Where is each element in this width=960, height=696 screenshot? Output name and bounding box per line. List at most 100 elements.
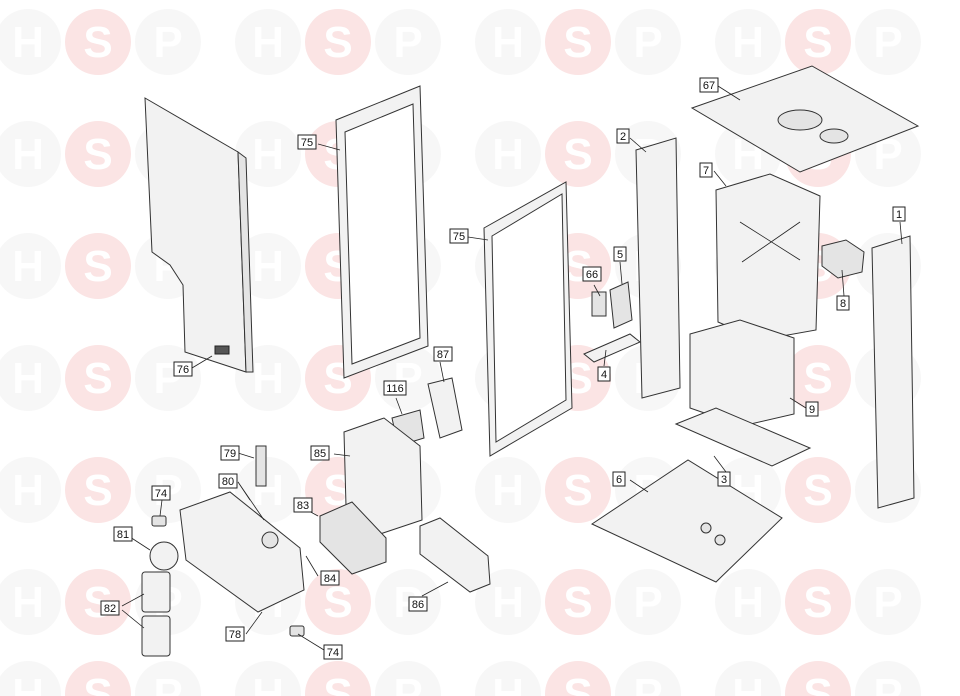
watermark-s: S <box>65 121 131 187</box>
svg-text:H: H <box>12 354 44 403</box>
watermark-h: H <box>0 569 61 635</box>
knob-part-lower <box>289 625 305 637</box>
watermark-p: P <box>135 661 201 696</box>
svg-text:1: 1 <box>896 209 902 221</box>
part-tag-2[interactable]: 2 <box>616 128 630 144</box>
part-tag-86[interactable]: 86 <box>408 596 428 612</box>
watermark-s: S <box>305 9 371 75</box>
svg-text:H: H <box>492 18 524 67</box>
part-tag-79[interactable]: 79 <box>220 445 240 461</box>
side-rail-part-2 <box>635 137 681 399</box>
watermark-h: H <box>0 9 61 75</box>
part-tag-4[interactable]: 4 <box>597 366 611 382</box>
top-plate-part <box>690 65 920 173</box>
part-tag-6[interactable]: 6 <box>612 471 626 487</box>
svg-text:H: H <box>12 242 44 291</box>
svg-text:P: P <box>633 578 662 627</box>
watermark-h: H <box>715 9 781 75</box>
svg-text:87: 87 <box>437 349 449 361</box>
watermark-s: S <box>545 121 611 187</box>
watermark-h: H <box>235 233 301 299</box>
part-tag-83[interactable]: 83 <box>293 497 313 513</box>
watermark-p: P <box>375 9 441 75</box>
watermark-p: P <box>855 9 921 75</box>
svg-text:75: 75 <box>301 137 313 149</box>
svg-text:74: 74 <box>327 647 339 659</box>
svg-text:66: 66 <box>586 269 598 281</box>
svg-text:67: 67 <box>703 80 715 92</box>
svg-text:P: P <box>873 578 902 627</box>
part-tag-74[interactable]: 74 <box>151 485 171 501</box>
svg-text:H: H <box>492 578 524 627</box>
svg-text:4: 4 <box>601 369 607 381</box>
part-tag-75[interactable]: 75 <box>449 228 469 244</box>
watermark-p: P <box>855 661 921 696</box>
back-box-part <box>715 173 821 341</box>
part-tag-76[interactable]: 76 <box>173 361 193 377</box>
part-tag-75[interactable]: 75 <box>297 134 317 150</box>
part-tag-81[interactable]: 81 <box>113 526 133 542</box>
svg-text:P: P <box>393 670 422 696</box>
lens-part <box>149 541 179 571</box>
part-tag-5[interactable]: 5 <box>613 246 627 262</box>
watermark-h: H <box>475 9 541 75</box>
front-panel-part <box>144 97 254 373</box>
part-tag-7[interactable]: 7 <box>699 162 713 178</box>
side-frame-panel-lower <box>483 181 573 457</box>
svg-text:83: 83 <box>297 500 309 512</box>
svg-text:S: S <box>83 670 112 696</box>
watermark-s: S <box>545 457 611 523</box>
watermark-h: H <box>0 121 61 187</box>
strip-part <box>255 445 267 487</box>
svg-text:82: 82 <box>104 603 116 615</box>
watermark-h: H <box>475 457 541 523</box>
part-tag-66[interactable]: 66 <box>582 266 602 282</box>
part-tag-67[interactable]: 67 <box>699 77 719 93</box>
svg-text:75: 75 <box>453 231 465 243</box>
watermark-h: H <box>475 121 541 187</box>
svg-text:S: S <box>563 466 592 515</box>
part-tag-1[interactable]: 1 <box>892 206 906 222</box>
chamber-part <box>689 319 795 427</box>
part-tag-80[interactable]: 80 <box>218 473 238 489</box>
watermark-h: H <box>0 345 61 411</box>
svg-text:76: 76 <box>177 364 189 376</box>
watermark-s: S <box>65 457 131 523</box>
svg-text:9: 9 <box>809 404 815 416</box>
svg-text:S: S <box>803 670 832 696</box>
svg-text:116: 116 <box>386 383 404 395</box>
fascia-part <box>179 491 305 613</box>
watermark-p: P <box>135 9 201 75</box>
svg-text:H: H <box>12 466 44 515</box>
part-tag-85[interactable]: 85 <box>310 445 330 461</box>
part-tag-78[interactable]: 78 <box>225 626 245 642</box>
svg-text:S: S <box>83 466 112 515</box>
watermark-s: S <box>65 233 131 299</box>
watermark-s: S <box>785 345 851 411</box>
svg-text:H: H <box>252 242 284 291</box>
svg-text:H: H <box>12 670 44 696</box>
svg-text:S: S <box>803 466 832 515</box>
watermark-p: P <box>375 661 441 696</box>
watermark-h: H <box>715 661 781 696</box>
part-tag-84[interactable]: 84 <box>320 570 340 586</box>
watermark-s: S <box>545 661 611 696</box>
watermark-p: P <box>615 569 681 635</box>
svg-text:3: 3 <box>721 474 727 486</box>
svg-text:P: P <box>873 18 902 67</box>
part-tag-8[interactable]: 8 <box>836 295 850 311</box>
part-tag-9[interactable]: 9 <box>805 401 819 417</box>
part-tag-3[interactable]: 3 <box>717 471 731 487</box>
svg-text:H: H <box>492 466 524 515</box>
part-tag-116[interactable]: 116 <box>383 380 407 396</box>
svg-text:S: S <box>323 670 352 696</box>
watermark-s: S <box>545 569 611 635</box>
part-tag-74[interactable]: 74 <box>323 644 343 660</box>
svg-text:P: P <box>873 670 902 696</box>
watermark-h: H <box>235 9 301 75</box>
svg-text:78: 78 <box>229 629 241 641</box>
svg-text:H: H <box>12 578 44 627</box>
part-tag-87[interactable]: 87 <box>433 346 453 362</box>
svg-text:P: P <box>153 670 182 696</box>
part-tag-82[interactable]: 82 <box>100 600 120 616</box>
